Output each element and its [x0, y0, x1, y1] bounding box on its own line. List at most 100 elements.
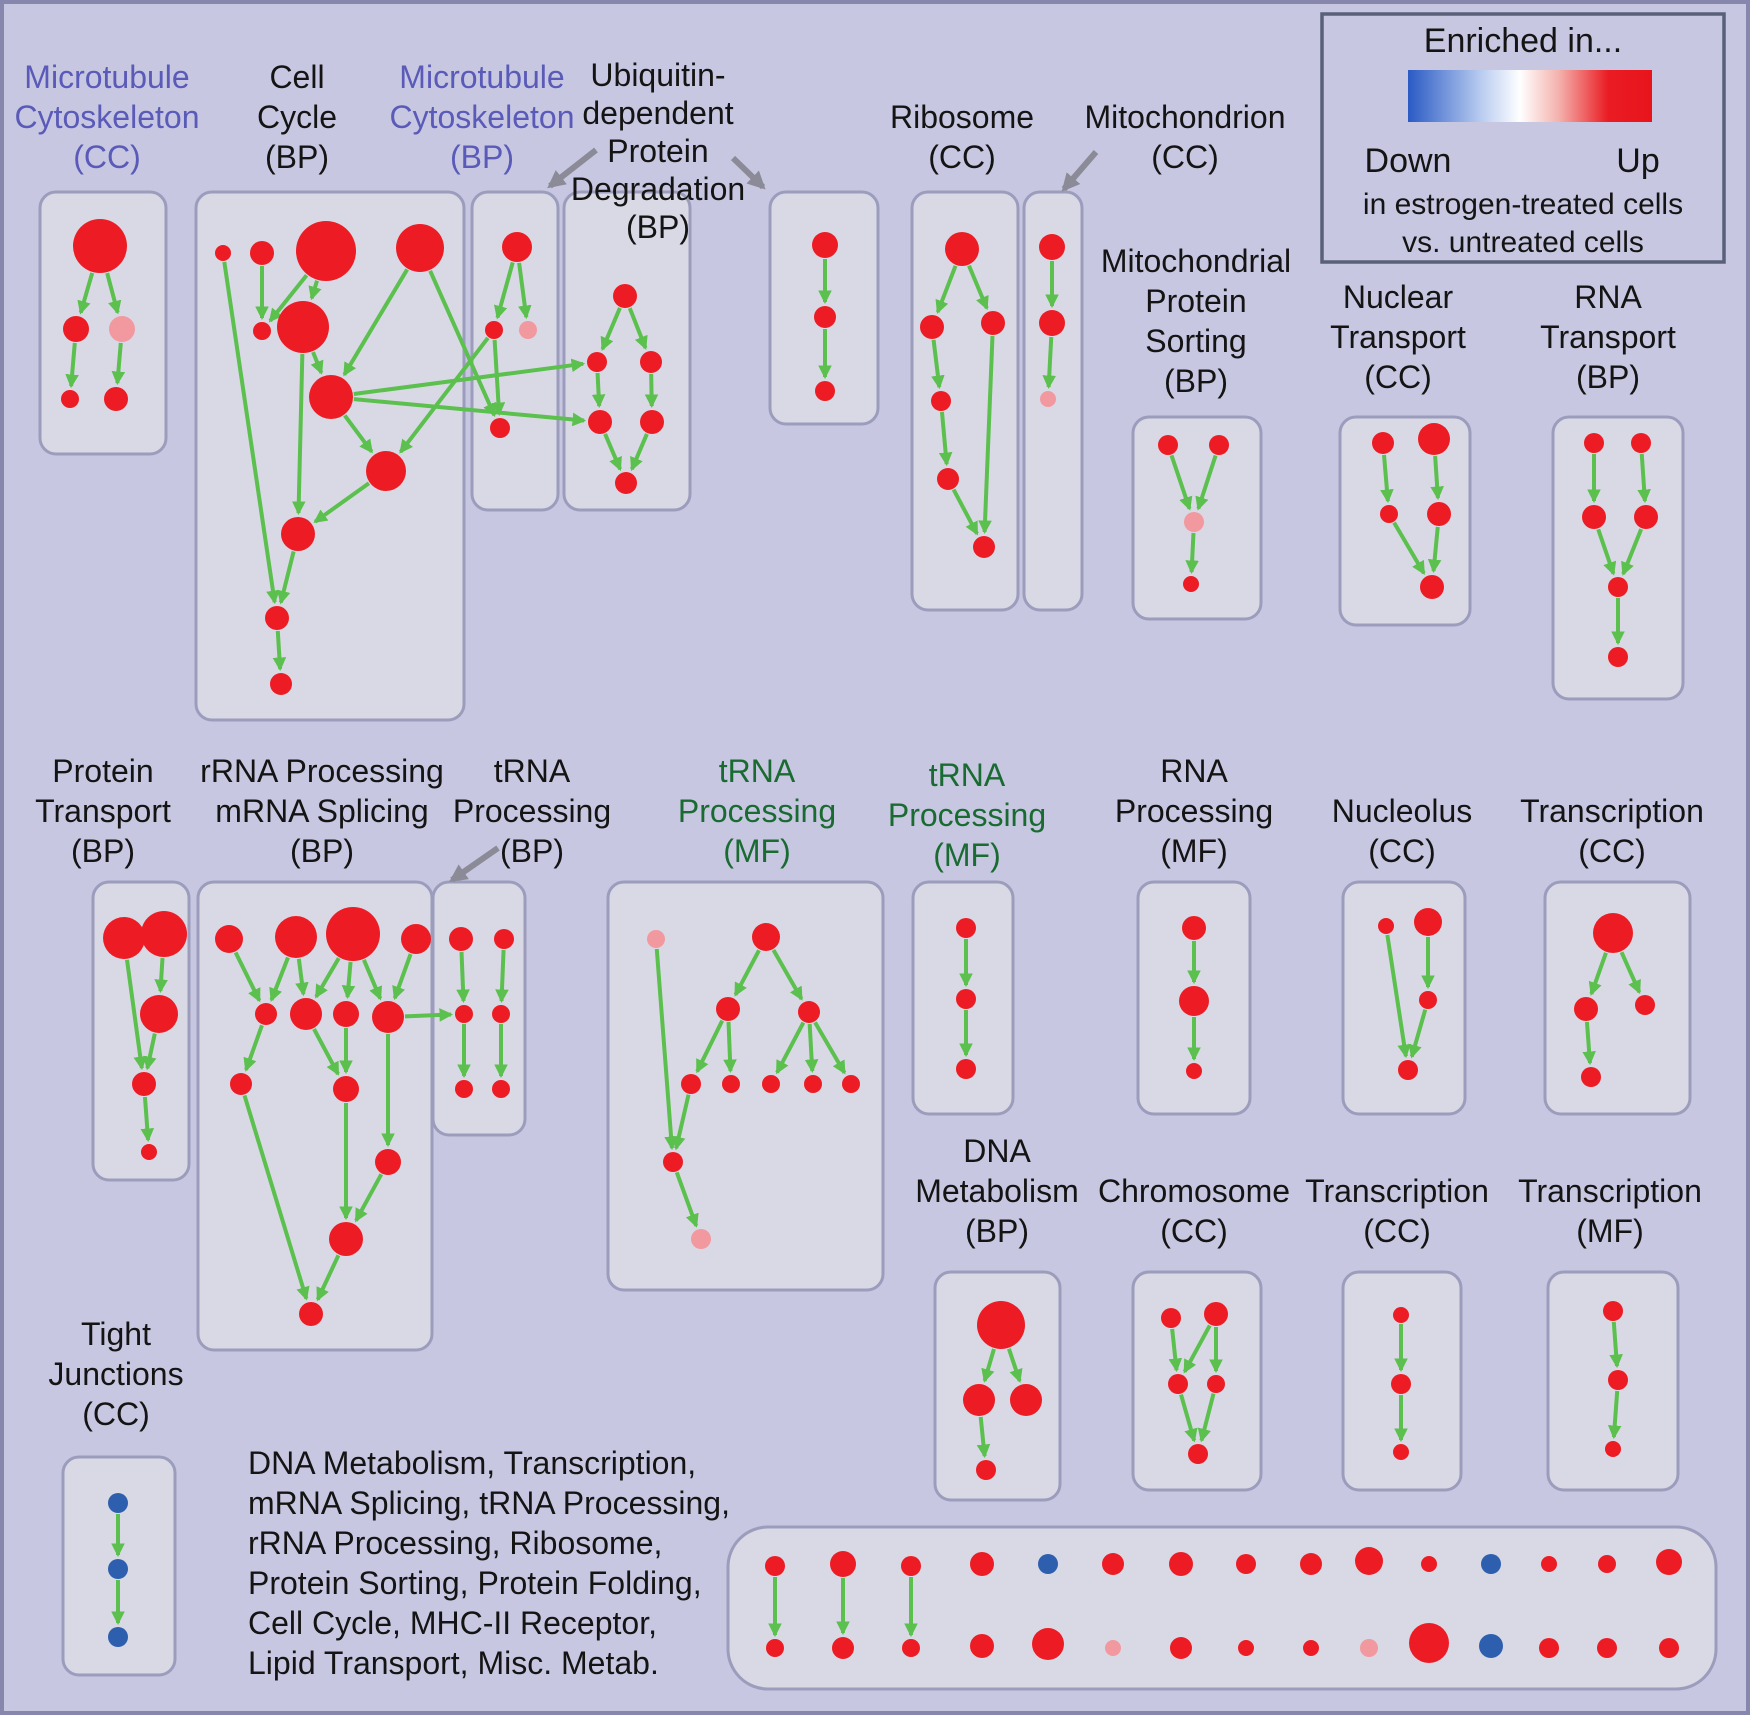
rna-transport-bp-edge-2 — [1637, 453, 1651, 504]
cell-cycle-bp-edge-7 — [291, 353, 306, 516]
misc-metabolism-cluster-node-26 — [1409, 1623, 1449, 1663]
rrna-processing-mrna-splicing-bp-node-4 — [401, 924, 431, 954]
trna-processing-bp-node-1 — [449, 927, 473, 951]
rrna-processing-mrna-splicing-bp-node-7 — [333, 1001, 359, 1027]
trna-processing-mf-1-node-9 — [842, 1075, 860, 1093]
misc-metabolism-cluster-node-3 — [901, 1556, 921, 1576]
microtubule-cytoskeleton-bp-node-2 — [485, 321, 503, 339]
trna-processing-mf-1-node-11 — [691, 1229, 711, 1249]
misc-metabolism-cluster-node-10 — [1355, 1547, 1383, 1575]
rna-transport-bp-node-1 — [1584, 433, 1604, 453]
transcription-cc-1-box — [1543, 880, 1692, 1116]
rrna-processing-mrna-splicing-bp-edge-4 — [314, 957, 341, 999]
rrna-processing-mrna-splicing-bp-node-2 — [275, 916, 317, 958]
trna-processing-mf-1-node-2 — [752, 923, 780, 951]
rna-transport-bp-node-3 — [1582, 505, 1606, 529]
cell-cycle-bp-node-1 — [215, 245, 231, 261]
rrna-processing-mrna-splicing-bp-node-11 — [375, 1149, 401, 1175]
rrna-processing-mrna-splicing-bp-edge-1 — [233, 951, 262, 1003]
misc-metabolism-cluster-node-11 — [1421, 1556, 1437, 1572]
mitochondrial-protein-sorting-bp-node-4 — [1183, 576, 1199, 592]
transcription-cc-1-edge-3 — [1582, 1021, 1596, 1066]
rrna-processing-mrna-splicing-bp-node-9 — [230, 1073, 252, 1095]
mitochondrial-protein-sorting-bp-edge-1 — [1169, 454, 1193, 511]
transcription-cc-1-edge-2 — [1619, 951, 1642, 995]
misc-caption-layer: DNA Metabolism, Transcription,mRNA Splic… — [248, 1445, 730, 1681]
misc-metabolism-cluster-node-25 — [1360, 1639, 1378, 1657]
nuclear-transport-cc-node-3 — [1380, 505, 1398, 523]
mitochondrion-cc-node-2 — [1039, 310, 1065, 336]
legend-title: Enriched in... — [1424, 22, 1622, 60]
misc-metabolism-cluster-node-17 — [832, 1637, 854, 1659]
protein-transport-bp-edge-4 — [140, 1096, 155, 1143]
microtubule-cytoskeleton-cc-edge-4 — [111, 342, 126, 386]
nuclear-transport-cc-node-1 — [1372, 432, 1394, 454]
chromosome-cc-node-5 — [1188, 1444, 1208, 1464]
rna-transport-bp-node-5 — [1608, 577, 1628, 597]
protein-transport-bp-edge-2 — [125, 959, 147, 1071]
transcription-mf-label: Transcription(MF) — [1518, 1173, 1702, 1249]
protein-transport-bp-node-4 — [132, 1072, 156, 1096]
chromosome-cc-node-1 — [1161, 1308, 1181, 1328]
nuclear-transport-cc-edge-3 — [1392, 521, 1426, 575]
pointer-arrows-layer — [449, 147, 1099, 883]
trna-processing-mf-1-node-1 — [647, 930, 665, 948]
nucleolus-cc-node-4 — [1398, 1060, 1418, 1080]
mitochondrial-protein-sorting-bp-node-3 — [1184, 512, 1204, 532]
ribosome-cc-node-5 — [937, 468, 959, 490]
cell-cycle-bp-edge-6 — [343, 414, 374, 454]
nucleolus-cc-box — [1341, 880, 1467, 1116]
dna-metabolism-bp-edge-3 — [976, 1416, 991, 1459]
ribosome-cc-node-2 — [920, 315, 944, 339]
trna-processing-mf-1-edge-3 — [695, 1019, 725, 1074]
rna-transport-bp-edge-3 — [1596, 528, 1617, 576]
misc-metabolism-cluster-node-9 — [1300, 1553, 1322, 1575]
chromosome-cc-edge-5 — [1197, 1393, 1216, 1443]
rrna-processing-mrna-splicing-bp-node-13 — [299, 1302, 323, 1326]
misc-metabolism-cluster-node-21 — [1105, 1640, 1121, 1656]
ribosome-cc-node-1 — [945, 232, 979, 266]
trna-processing-bp-node-5 — [455, 1080, 473, 1098]
misc-metabolism-cluster-node-8 — [1236, 1554, 1256, 1574]
ubiquitin-deg-1-node-3 — [640, 351, 662, 373]
mitochondrial-protein-sorting-bp-node-2 — [1209, 435, 1229, 455]
ubiquitin-deg-1-edge-3 — [591, 372, 606, 409]
ubiquitin-deg-1-node-5 — [640, 410, 664, 434]
misc-metabolism-cluster-node-13 — [1541, 1556, 1557, 1572]
misc-metabolism-cluster-node-18 — [902, 1639, 920, 1657]
rrna-processing-mrna-splicing-bp-edge-6 — [362, 959, 383, 1001]
protein-transport-bp-node-3 — [140, 995, 178, 1033]
cell-cycle-bp-node-10 — [265, 606, 289, 630]
ribosome-cc-node-4 — [931, 391, 951, 411]
trna-processing-bp-node-6 — [492, 1080, 510, 1098]
trna-processing-mf-1-edge-1 — [733, 949, 761, 997]
trna-processing-mf-1-edge-10 — [674, 1171, 699, 1228]
misc-metabolism-cluster-box — [726, 1525, 1718, 1691]
rrna-processing-mrna-splicing-bp-edge-8 — [243, 1024, 264, 1072]
trna-processing-mf-2-node-3 — [956, 1059, 976, 1079]
trna-processing-mf-1-edge-9 — [672, 1094, 691, 1151]
label-pointer-arrow-1 — [547, 147, 598, 189]
legend-caption-line2: vs. untreated cells — [1402, 226, 1644, 259]
ribosome-cc-edge-6 — [978, 335, 995, 535]
trna-processing-bp-edge-1 — [456, 951, 470, 1004]
nuclear-transport-cc-node-5 — [1420, 575, 1444, 599]
misc-metabolism-cluster-node-30 — [1659, 1638, 1679, 1658]
nuclear-transport-cc-node-4 — [1427, 502, 1451, 526]
transcription-cc-2-node-3 — [1393, 1444, 1409, 1460]
misc-metabolism-cluster-node-4 — [970, 1552, 994, 1576]
legend-down-label: Down — [1365, 142, 1452, 180]
cell-cycle-bp-node-2 — [250, 241, 274, 265]
legend-caption-line1: in estrogen-treated cells — [1363, 188, 1683, 221]
microtubule-cytoskeleton-cc-node-1 — [73, 219, 127, 273]
ribosome-cc-edge-4 — [938, 411, 953, 467]
tight-junctions-cc-node-1 — [108, 1493, 128, 1513]
cell-cycle-bp-edge-8 — [313, 481, 371, 524]
cross-edge-2 — [353, 397, 587, 427]
misc-metabolism-cluster-node-29 — [1597, 1638, 1617, 1658]
chromosome-cc-label: Chromosome(CC) — [1098, 1173, 1290, 1249]
